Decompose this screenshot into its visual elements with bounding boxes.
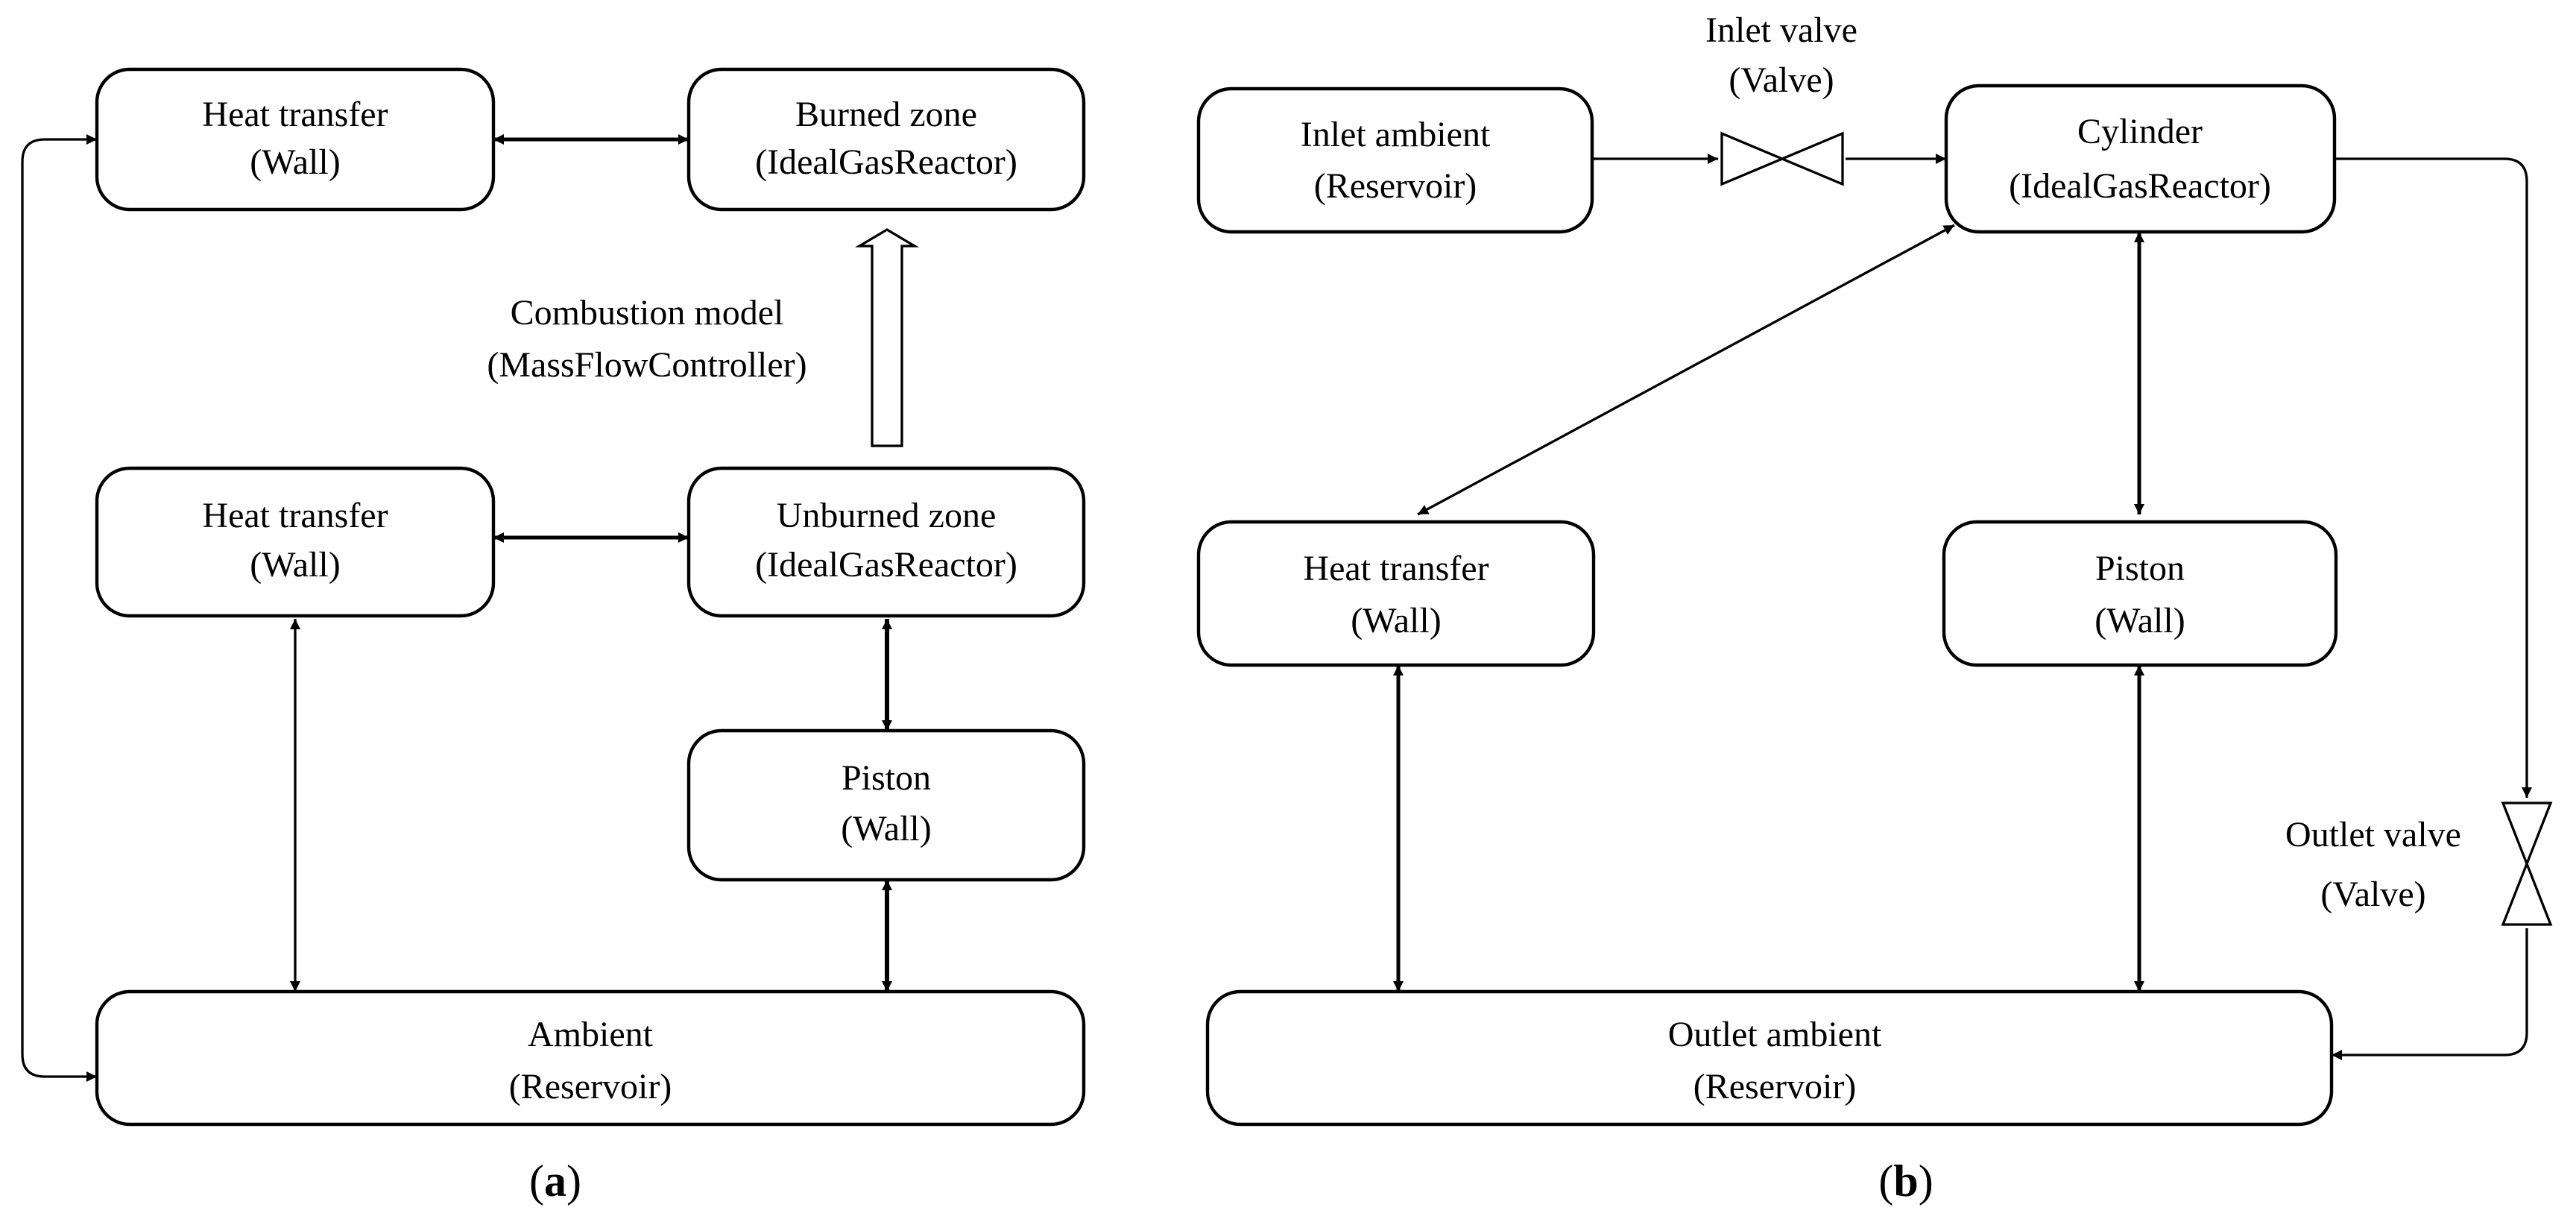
edge-cylinder-heat-transfer [1417,224,1955,516]
node-line1: Piston [842,758,931,798]
node-line1: Heat transfer [202,496,388,535]
node-piston: Piston (Wall) [686,728,1086,882]
node-heat-transfer-top: Heat transfer (Wall) [95,67,496,212]
node-line1: Unburned zone [777,496,997,535]
outlet-valve-icon [2501,802,2553,926]
node-line2: (IdealGasReactor) [755,142,1017,182]
node-line2: (Reservoir) [1693,1067,1857,1106]
label-inlet-valve: Inlet valve (Valve) [1705,10,1857,100]
edge-outlet-valve-to-outlet-ambient [2332,928,2528,1060]
node-line1: Heat transfer [1303,549,1489,588]
node-line1: Cylinder [2077,112,2203,151]
edge-cylinder-to-outlet-valve [2334,157,2532,798]
node-line1: Inlet ambient [1301,115,1491,154]
caption-b: (b) [1878,1156,1933,1206]
node-line2: (Wall) [841,809,931,848]
node-line2: (Reservoir) [1314,166,1477,206]
inlet-valve-line2: (Valve) [1729,60,1834,100]
node-line2: (IdealGasReactor) [2009,166,2271,206]
node-outlet-ambient: Outlet ambient (Reservoir) [1205,989,2334,1127]
node-line2: (IdealGasReactor) [755,545,1017,585]
node-heat-transfer: Heat transfer (Wall) [1196,520,1596,667]
combustion-line1: Combustion model [511,293,784,333]
panel-a: Heat transfer (Wall) Burned zone (IdealG… [21,67,1086,1206]
node-line2: (Wall) [2094,601,2185,640]
node-line1: Outlet ambient [1668,1015,1882,1054]
edge-heat-top-ambient-loop [21,134,97,1082]
node-heat-transfer-mid: Heat transfer (Wall) [95,466,496,618]
node-line1: Piston [2095,549,2185,588]
node-piston-b: Piston (Wall) [1942,520,2338,667]
label-outlet-valve: Outlet valve (Valve) [2285,815,2461,914]
caption-a: (a) [529,1156,581,1206]
outlet-valve-line1: Outlet valve [2285,815,2461,854]
node-inlet-ambient: Inlet ambient (Reservoir) [1196,86,1594,234]
inlet-valve-icon [1720,131,1844,186]
node-line1: Heat transfer [202,95,388,134]
node-line2: (Reservoir) [509,1067,672,1106]
combustion-model-arrow [854,228,920,447]
node-line2: (Wall) [250,142,340,182]
outlet-valve-line2: (Valve) [2320,875,2425,914]
node-line1: Ambient [528,1015,654,1054]
node-cylinder: Cylinder (IdealGasReactor) [1944,84,2337,234]
label-combustion-model: Combustion model (MassFlowController) [487,293,806,385]
node-unburned-zone: Unburned zone (IdealGasReactor) [686,466,1086,618]
node-ambient: Ambient (Reservoir) [95,989,1086,1127]
node-line2: (Wall) [250,545,340,585]
inlet-valve-line1: Inlet valve [1705,10,1857,50]
panel-b: Inlet ambient (Reservoir) Inlet valve (V… [1196,10,2553,1206]
combustion-line2: (MassFlowController) [487,345,806,385]
node-line1: Burned zone [795,95,977,134]
node-line2: (Wall) [1351,601,1441,640]
node-burned-zone: Burned zone (IdealGasReactor) [686,67,1086,212]
